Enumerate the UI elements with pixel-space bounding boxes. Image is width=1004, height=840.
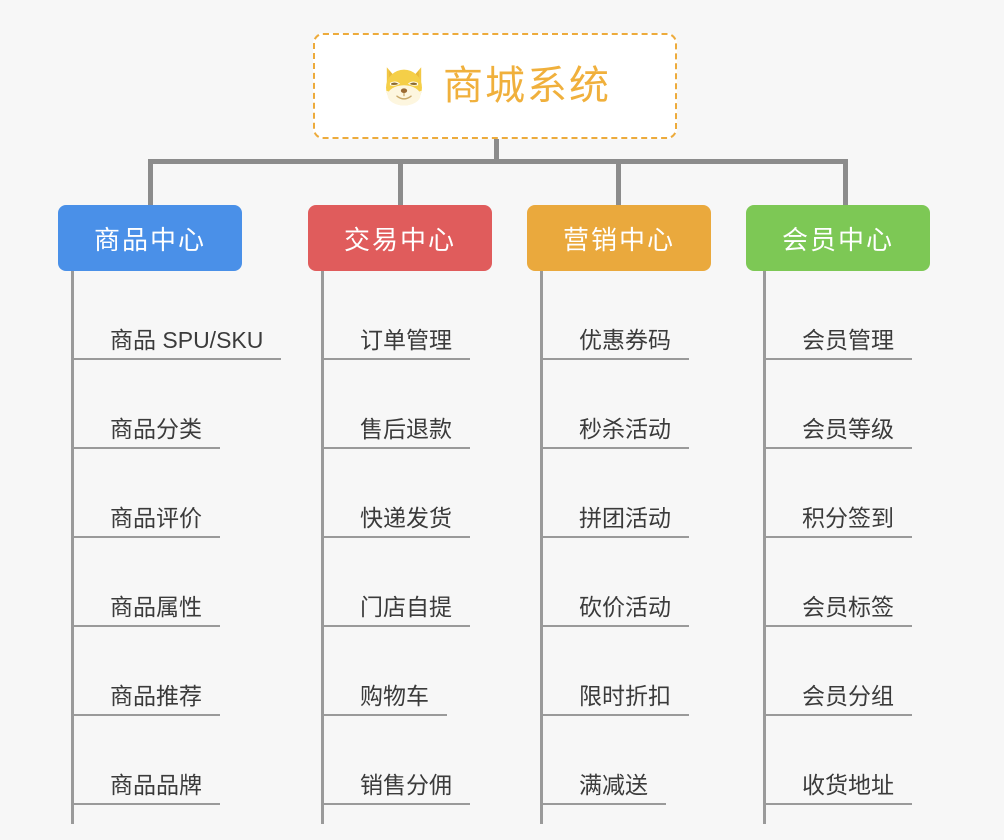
category-header-1[interactable]: 商品中心 [58,205,242,271]
leaf-rule [74,714,220,716]
leaf-label: 商品推荐 [110,682,202,709]
leaf-item[interactable]: 优惠券码 [543,271,689,360]
leaf-label: 会员分组 [802,682,894,709]
leaf-label: 商品评价 [110,504,202,531]
leaf-label: 购物车 [360,682,429,709]
leaf-item[interactable]: 订单管理 [324,271,470,360]
leaf-label: 门店自提 [360,593,452,620]
leaf-label: 会员等级 [802,415,894,442]
leaf-rule [766,803,912,805]
leaf-rule [766,447,912,449]
leaf-item[interactable]: 会员分组 [766,627,912,716]
leaf-item[interactable]: 商品评价 [74,449,220,538]
category-header-3-label: 营销中心 [562,224,675,255]
leaf-rule [324,358,470,360]
leaf-rule [543,714,689,716]
root-title: 商城系统 [443,64,611,108]
leaf-item[interactable]: 商品分类 [74,360,220,449]
leaf-label: 优惠券码 [579,326,671,353]
leaf-label: 砍价活动 [579,593,671,620]
leaf-label: 商品属性 [110,593,202,620]
leaf-item[interactable]: 门店自提 [324,538,470,627]
leaf-rule [74,803,220,805]
leaf-label: 拼团活动 [579,504,671,531]
category-header-3[interactable]: 营销中心 [527,205,711,271]
leaf-rule [74,447,220,449]
connector-drop-4 [843,159,848,205]
column-4-spine [763,271,766,824]
leaf-item[interactable]: 积分签到 [766,449,912,538]
leaf-rule [324,714,447,716]
leaf-label: 收货地址 [802,771,894,798]
leaf-rule [74,536,220,538]
category-header-1-label: 商品中心 [93,224,206,255]
leaf-rule [543,358,689,360]
leaf-item[interactable]: 商品品牌 [74,716,220,805]
column-1-spine [71,271,74,824]
connector-drop-2 [398,159,403,205]
leaf-item[interactable]: 拼团活动 [543,449,689,538]
leaf-item[interactable]: 会员标签 [766,538,912,627]
leaf-rule [766,625,912,627]
connector-drop-3 [616,159,621,205]
leaf-item[interactable]: 快递发货 [324,449,470,538]
leaf-item[interactable]: 砍价活动 [543,538,689,627]
leaf-rule [74,358,282,360]
connector-drop-1 [148,159,153,205]
connector-horizontal-bar [148,159,848,164]
column-3-spine [540,271,543,824]
leaf-rule [766,714,912,716]
leaf-item[interactable]: 销售分佣 [324,716,470,805]
leaf-label: 限时折扣 [579,682,671,709]
root-node[interactable]: 商城系统 [313,33,677,139]
leaf-item[interactable]: 售后退款 [324,360,470,449]
leaf-rule [543,625,689,627]
leaf-label: 积分签到 [802,504,894,531]
leaf-rule [324,536,470,538]
category-header-4[interactable]: 会员中心 [746,205,930,271]
connector-stem [494,139,499,163]
leaf-item[interactable]: 会员等级 [766,360,912,449]
leaf-rule [543,447,689,449]
category-header-2-label: 交易中心 [343,224,456,255]
leaf-label: 商品 SPU/SKU [110,326,264,353]
shiba-dog-icon [386,67,422,106]
leaf-rule [543,803,666,805]
leaf-item[interactable]: 商品推荐 [74,627,220,716]
leaf-rule [543,536,689,538]
leaf-rule [74,625,220,627]
leaf-item[interactable]: 商品 SPU/SKU [74,271,282,360]
leaf-label: 会员管理 [802,326,894,353]
leaf-rule [324,447,470,449]
leaf-item[interactable]: 满减送 [543,716,666,805]
leaf-item[interactable]: 秒杀活动 [543,360,689,449]
leaf-item[interactable]: 会员管理 [766,271,912,360]
leaf-label: 满减送 [579,771,648,798]
leaf-label: 秒杀活动 [579,415,671,442]
leaf-item[interactable]: 购物车 [324,627,447,716]
category-header-4-label: 会员中心 [781,224,894,255]
leaf-label: 商品品牌 [110,771,202,798]
leaf-label: 销售分佣 [360,771,452,798]
leaf-rule [766,536,912,538]
column-2-spine [321,271,324,824]
leaf-label: 快递发货 [360,504,452,531]
leaf-item[interactable]: 商品属性 [74,538,220,627]
leaf-rule [766,358,912,360]
leaf-rule [324,625,470,627]
leaf-item[interactable]: 收货地址 [766,716,912,805]
leaf-label: 会员标签 [802,593,894,620]
category-header-2[interactable]: 交易中心 [308,205,492,271]
leaf-label: 商品分类 [110,415,202,442]
leaf-label: 订单管理 [360,326,452,353]
leaf-rule [324,803,470,805]
leaf-item[interactable]: 限时折扣 [543,627,689,716]
leaf-label: 售后退款 [360,415,452,442]
